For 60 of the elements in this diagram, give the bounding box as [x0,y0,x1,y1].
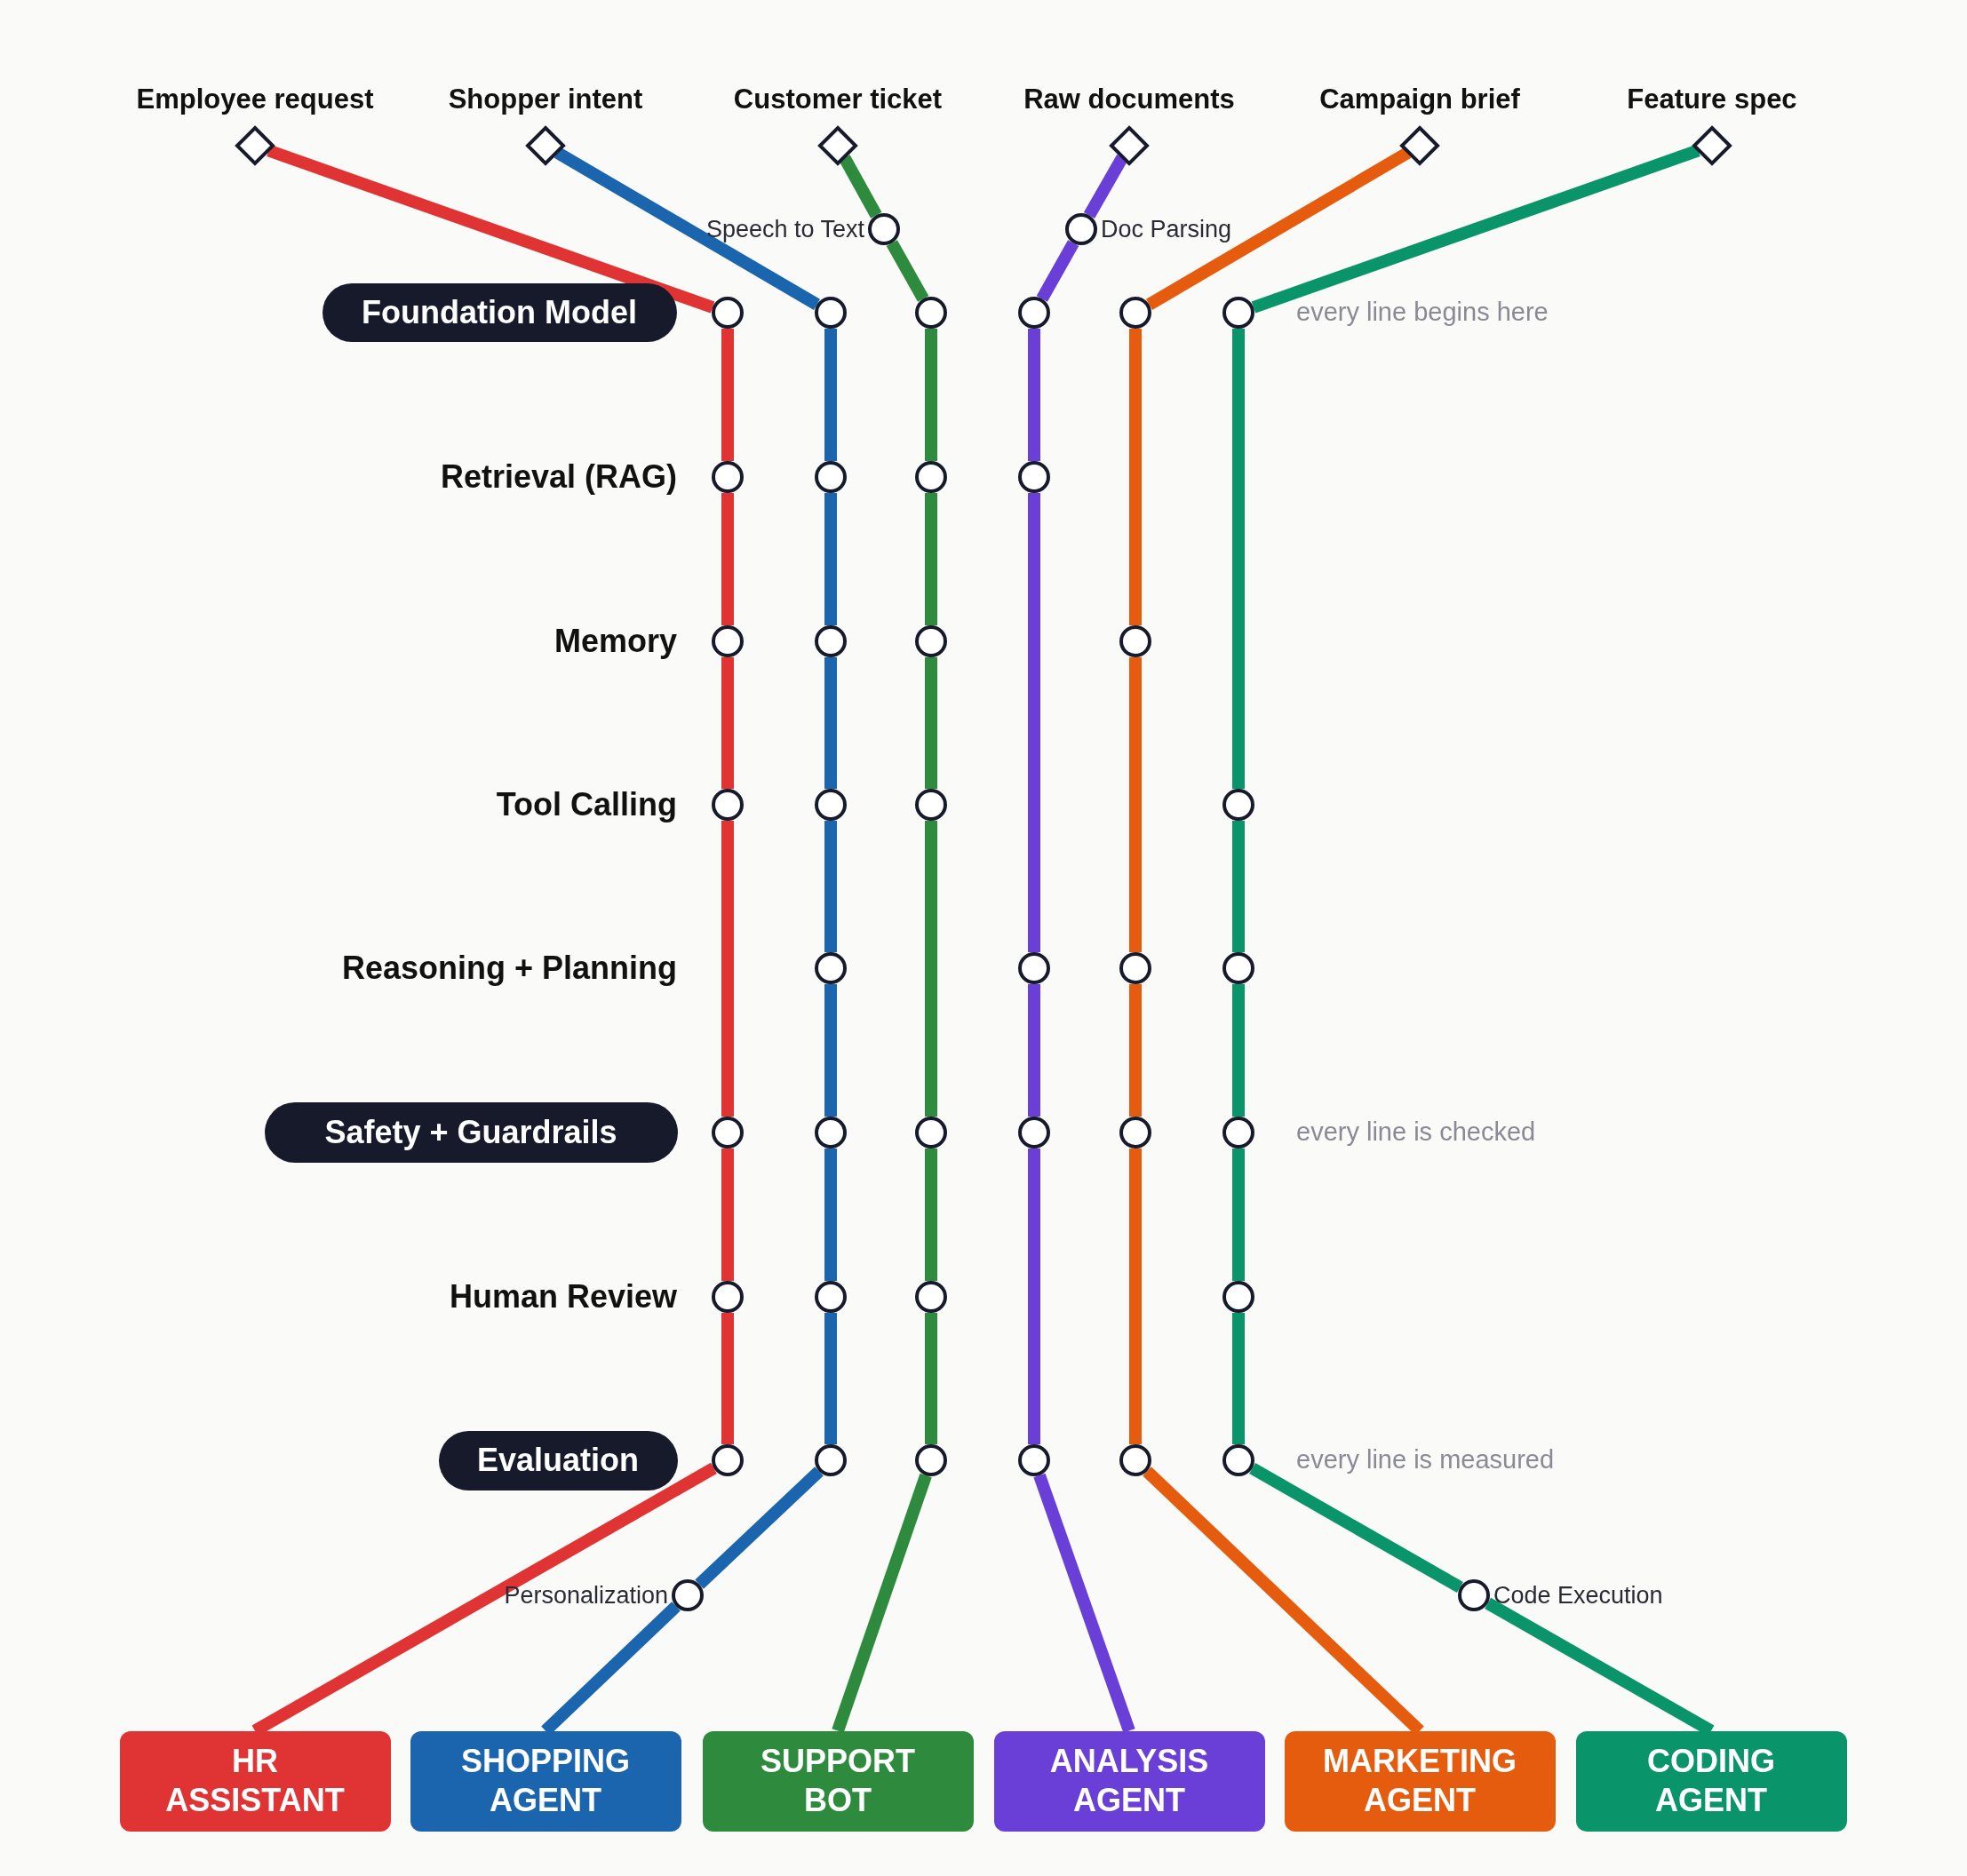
route-line [925,1149,937,1281]
route-line [1232,821,1245,952]
note-text: every line is checked [1296,1117,1536,1149]
route-line [1129,657,1142,952]
source-label: Employee request [135,83,375,116]
route-line [721,329,734,461]
route-line [721,1313,734,1444]
stage-label: Reasoning + Planning [341,949,677,988]
route-line [1232,984,1245,1117]
source-label: Feature spec [1626,83,1798,116]
route-line [925,1313,937,1444]
station-label: Speech to Text [705,215,864,244]
route-line [1129,329,1142,625]
destination-box: MARKETING AGENT [1284,1730,1556,1832]
stage-pill: Foundation Model [322,283,677,342]
route-line [824,984,837,1117]
route-line [824,493,837,625]
route-line [1129,984,1142,1117]
route-line [721,657,734,789]
route-line [1028,493,1040,952]
destination-box: CODING AGENT [1575,1730,1847,1832]
note-text: every line is measured [1296,1444,1555,1476]
destination-box: HR ASSISTANT [119,1730,391,1832]
source-label: Shopper intent [447,83,644,116]
route-line [824,329,837,461]
route-line [824,657,837,789]
stage-label: Memory [553,622,677,661]
route-line [721,1149,734,1281]
route-line [721,821,734,1117]
station-label: Code Execution [1493,1581,1663,1610]
route-line [824,1149,837,1281]
stage-label: Human Review [449,1277,677,1316]
destination-box: SUPPORT BOT [702,1730,974,1832]
route-line [721,493,734,625]
stage-pill: Evaluation [438,1430,678,1490]
source-label: Raw documents [1023,83,1236,116]
stage-label: Retrieval (RAG) [440,457,677,497]
note-text: every line begins here [1296,297,1549,329]
route-line [1129,1149,1142,1444]
stage-pill: Safety + Guardrails [264,1102,678,1163]
source-label: Customer ticket [732,83,944,116]
route-line [824,821,837,952]
route-line [1028,1149,1040,1444]
route-line [1232,329,1245,789]
route-line [824,1313,837,1444]
route-line [925,329,937,461]
destination-box: ANALYSIS AGENT [993,1730,1265,1832]
destination-box: SHOPPING AGENT [410,1730,681,1832]
route-line [925,821,937,1117]
route-line [1232,1313,1245,1444]
station-label: Personalization [504,1581,668,1610]
route-line [1028,984,1040,1117]
route-line [925,657,937,789]
route-line [695,1467,824,1589]
stage-label: Tool Calling [496,785,677,824]
route-line [1232,1149,1245,1281]
route-line [925,493,937,625]
station-label: Doc Parsing [1101,215,1232,244]
source-label: Campaign brief [1318,83,1521,116]
route-line [1028,329,1040,461]
